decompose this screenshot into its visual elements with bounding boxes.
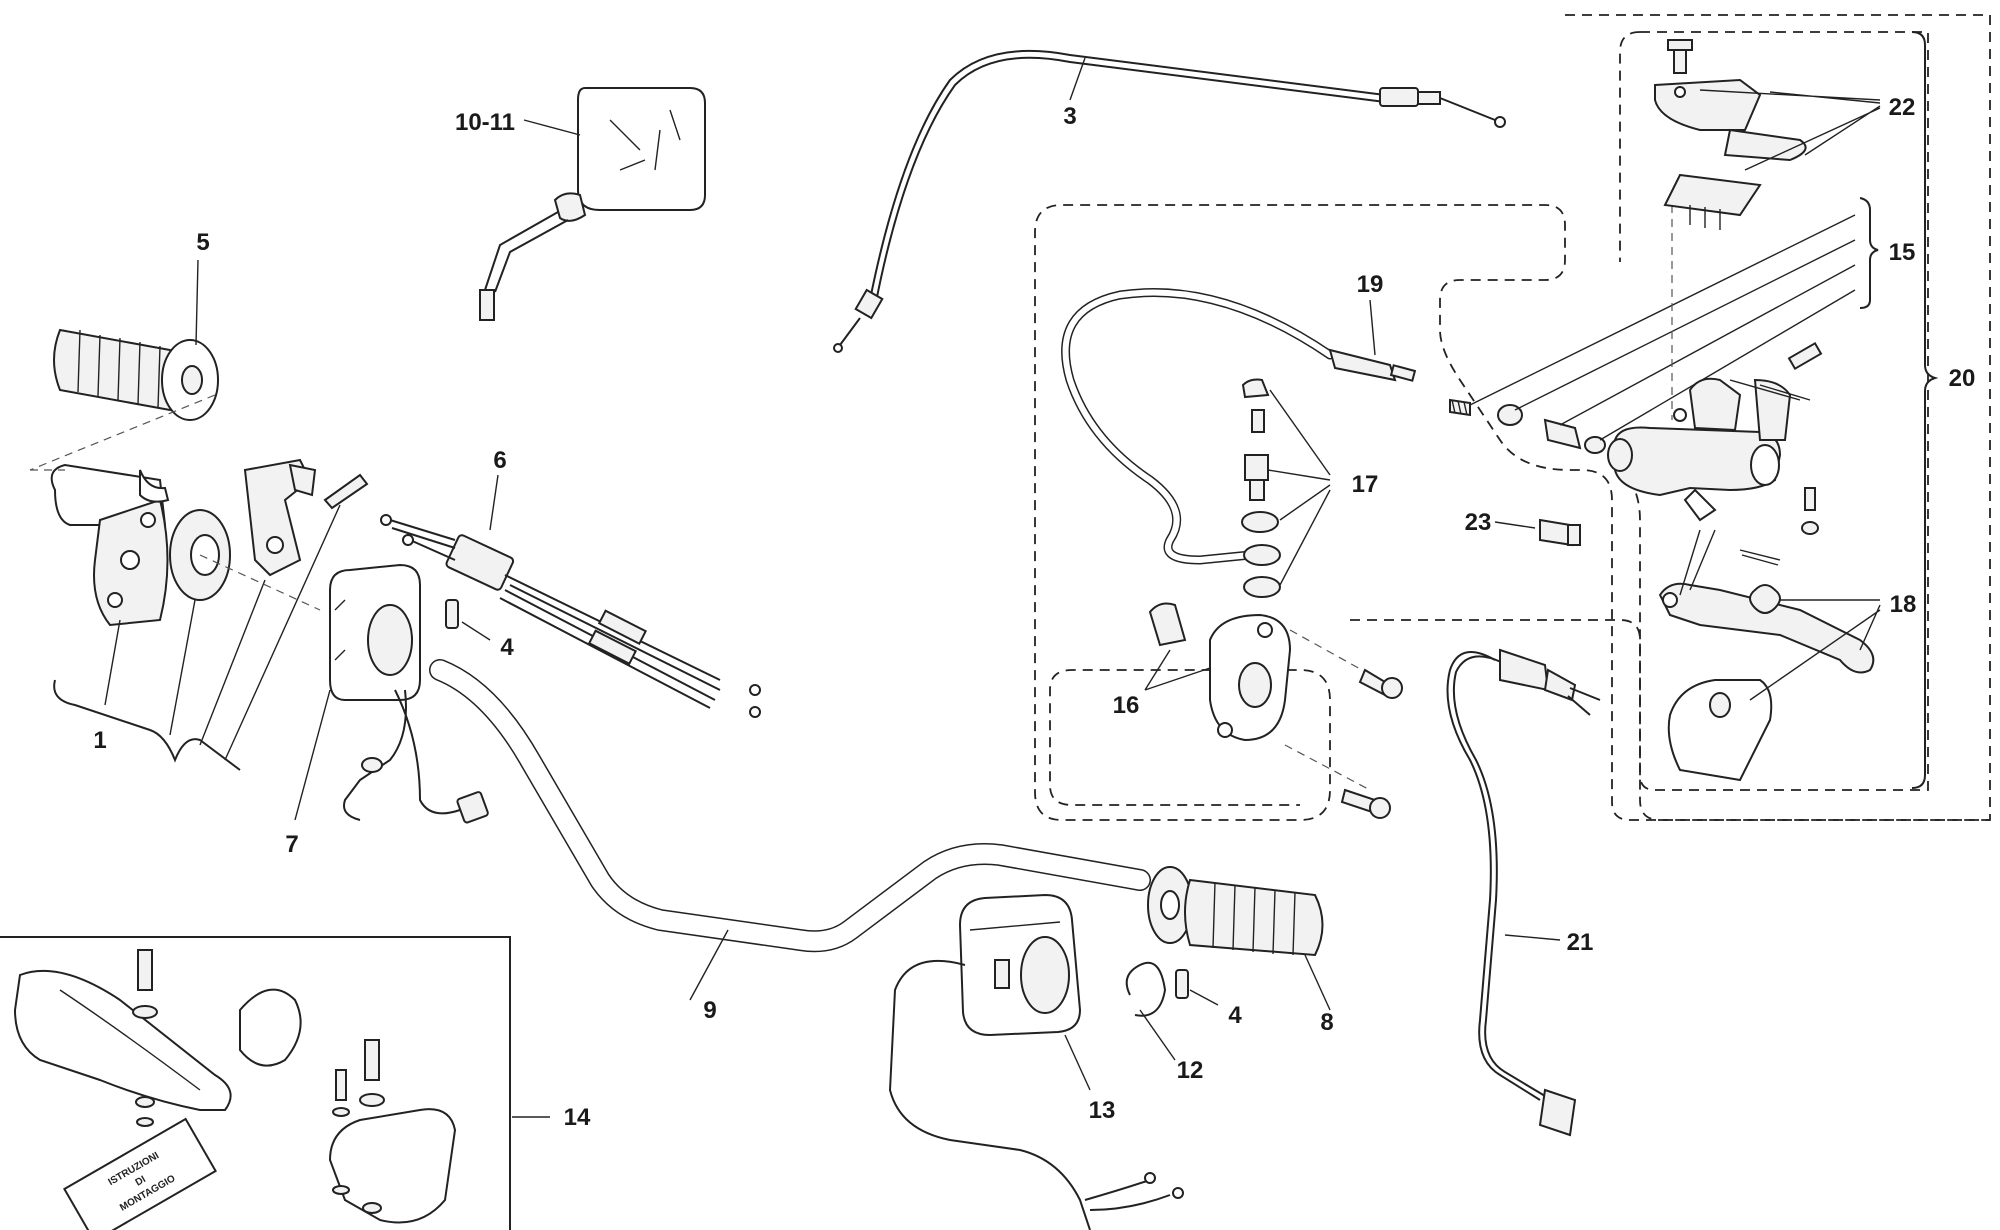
callout-10-11: 10-11 xyxy=(455,109,515,136)
clip-12 xyxy=(1125,961,1176,1061)
callout-22: 22 xyxy=(1889,94,1916,121)
callout-8: 8 xyxy=(1320,1009,1333,1036)
callout-18: 18 xyxy=(1890,591,1917,618)
clutch-hose-19 xyxy=(1061,288,1417,565)
callout-17: 17 xyxy=(1352,471,1379,498)
callout-23: 23 xyxy=(1465,509,1492,536)
clamp-16 xyxy=(1144,602,1403,819)
callout-5: 5 xyxy=(196,229,209,256)
callout-9: 9 xyxy=(703,997,716,1024)
callout-16: 16 xyxy=(1113,692,1140,719)
lever-18 xyxy=(1658,529,1881,782)
callout-6: 6 xyxy=(493,447,506,474)
grip-8 xyxy=(1147,866,1331,1011)
callout-3: 3 xyxy=(1063,103,1076,130)
callout-21: 21 xyxy=(1567,929,1594,956)
cable-3 xyxy=(833,49,1506,353)
callout-4-left: 4 xyxy=(500,634,514,661)
pin-4-right xyxy=(1175,969,1219,1006)
callout-13: 13 xyxy=(1089,1097,1116,1124)
callout-1: 1 xyxy=(93,727,106,754)
handguard-kit-14: ISTRUZIONI DI MONTAGGIO xyxy=(0,936,550,1230)
callout-4-right: 4 xyxy=(1228,1002,1242,1029)
group-outline-20 xyxy=(1034,14,1991,821)
callout-12: 12 xyxy=(1177,1057,1204,1084)
callout-19: 19 xyxy=(1357,271,1384,298)
reservoir-cap-22 xyxy=(1654,39,1881,230)
grip-5 xyxy=(29,259,219,471)
callout-15: 15 xyxy=(1889,239,1916,266)
switch-23 xyxy=(1494,518,1581,547)
callout-7: 7 xyxy=(285,831,298,858)
throttle-assembly-1 xyxy=(30,458,369,771)
group-outline-brake-switch xyxy=(1350,619,1990,821)
instructions-booklet: ISTRUZIONI DI MONTAGGIO xyxy=(63,1117,217,1230)
brace-20 xyxy=(1911,31,1939,789)
handlebar-9 xyxy=(429,659,1151,1001)
callout-20: 20 xyxy=(1949,365,1976,392)
piston-kit-15 xyxy=(1449,197,1879,454)
banjo-parts-17 xyxy=(1241,378,1331,598)
master-cylinder xyxy=(1607,205,1823,535)
switch-13 xyxy=(888,893,1184,1230)
callout-14: 14 xyxy=(564,1104,591,1131)
mirror xyxy=(479,87,706,321)
pin-4-left xyxy=(445,599,491,641)
cable-6 xyxy=(380,474,761,718)
switch-7 xyxy=(294,563,489,824)
brake-switch-21 xyxy=(1446,648,1601,1137)
